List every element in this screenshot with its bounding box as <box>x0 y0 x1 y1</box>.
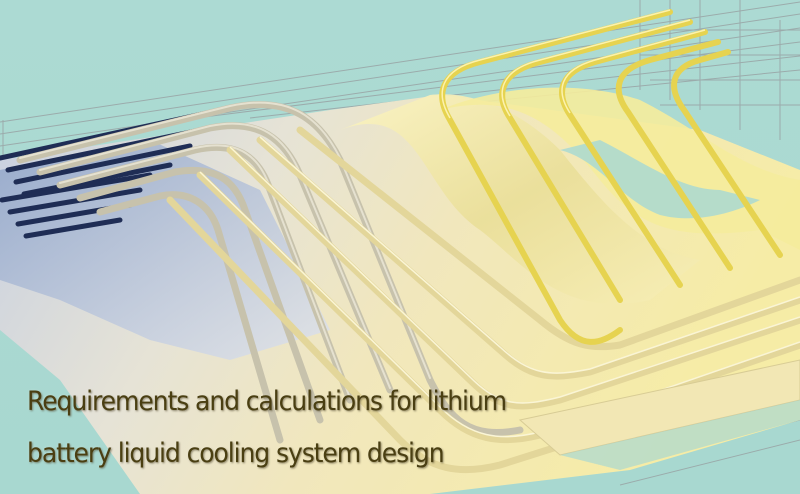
wave-surface <box>340 94 700 304</box>
caption-line-2: battery liquid cooling system design <box>27 438 445 469</box>
lower-tubes <box>166 126 800 474</box>
plate-ledge <box>518 359 800 456</box>
caption: Requirements and calculations for lithiu… <box>27 376 727 480</box>
plate-gap <box>560 140 760 219</box>
caption-line-1: Requirements and calculations for lithiu… <box>27 386 507 417</box>
